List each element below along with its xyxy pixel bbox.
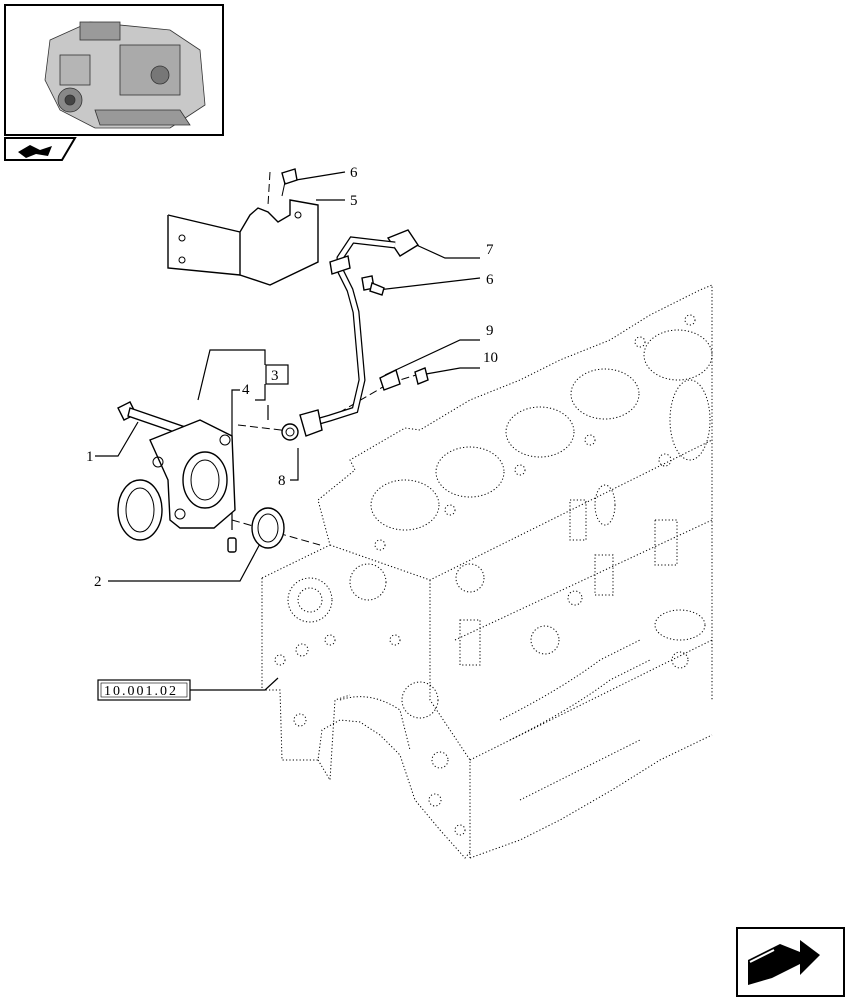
engine-thumbnail[interactable] <box>4 4 224 136</box>
part-8-o-ring[interactable] <box>281 423 299 441</box>
part-2-gasket[interactable] <box>251 507 285 549</box>
callout-1[interactable]: 1 <box>86 449 94 465</box>
callout-3[interactable]: 3 <box>271 368 279 384</box>
callout-3-box <box>265 364 289 385</box>
callout-9[interactable]: 9 <box>486 323 494 339</box>
part-4-dowel[interactable] <box>227 537 237 553</box>
model-tab-icon[interactable] <box>4 137 77 161</box>
part-6-bolt-upper[interactable] <box>281 168 298 197</box>
callout-10[interactable]: 10 <box>483 350 498 366</box>
callout-8[interactable]: 8 <box>278 473 286 489</box>
part-5-bracket[interactable] <box>167 199 319 286</box>
callout-7[interactable]: 7 <box>486 242 494 258</box>
callout-2[interactable]: 2 <box>94 574 102 590</box>
part-7-pipe[interactable] <box>299 229 419 437</box>
callout-6-upper[interactable]: 6 <box>350 165 358 181</box>
reference-code: 10.001.02 <box>104 684 178 699</box>
thermostat-housing[interactable] <box>117 419 236 541</box>
part-6-bolt-lower[interactable] <box>361 275 385 296</box>
part-1-screw[interactable] <box>117 401 189 437</box>
next-page-arrow-icon[interactable] <box>736 927 845 997</box>
reference-box[interactable]: 10.001.02 <box>97 679 191 701</box>
engine-block-outline <box>261 284 713 859</box>
callout-4[interactable]: 4 <box>242 382 250 398</box>
part-10-screw[interactable] <box>414 367 429 385</box>
callout-6-lower[interactable]: 6 <box>486 272 494 288</box>
callout-5[interactable]: 5 <box>350 193 358 209</box>
